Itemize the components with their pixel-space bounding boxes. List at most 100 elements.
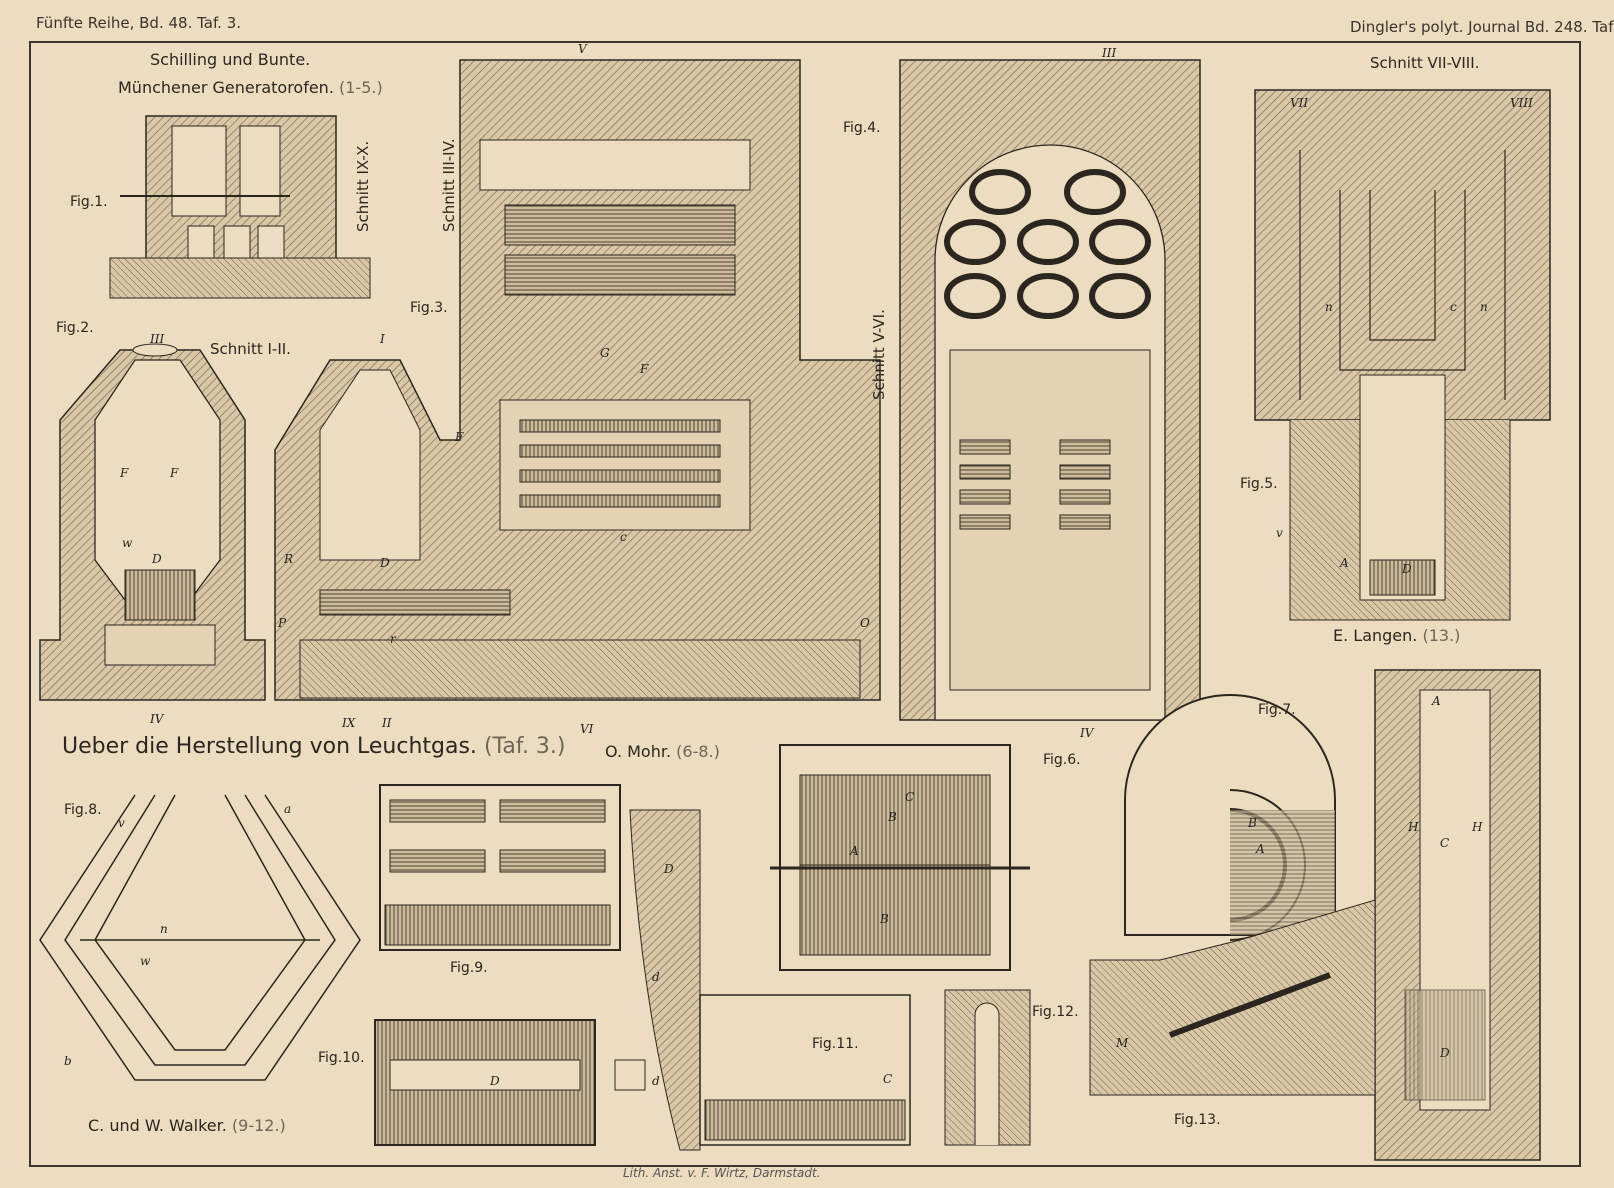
langen-caption: E. Langen. (13.) bbox=[1333, 626, 1460, 645]
letter-label: a bbox=[284, 802, 292, 816]
roman-mark: I bbox=[380, 332, 385, 346]
letter-label: D bbox=[152, 552, 162, 566]
roman-mark: II bbox=[382, 716, 392, 730]
letter-label: n bbox=[1480, 300, 1488, 314]
lithographer-imprint: Lith. Anst. v. F. Wirtz, Darmstadt. bbox=[623, 1166, 821, 1180]
letter-label: F bbox=[120, 466, 129, 480]
letter-label: C bbox=[1440, 836, 1450, 850]
letter-label: H bbox=[1408, 820, 1419, 834]
letter-label: d bbox=[652, 970, 660, 984]
letter-label: A bbox=[1432, 694, 1441, 708]
fig13-label: Fig.13. bbox=[1174, 1112, 1221, 1128]
plate-header-left: Fünfte Reihe, Bd. 48. Taf. 3. bbox=[36, 14, 242, 32]
plate-border bbox=[29, 41, 1581, 1167]
roman-mark: VIII bbox=[1510, 96, 1533, 110]
fig9-drawing bbox=[379, 784, 621, 951]
langen-name: E. Langen. bbox=[1333, 626, 1418, 645]
fig2-drawing bbox=[39, 343, 266, 701]
walker-name: C. und W. Walker. bbox=[88, 1116, 227, 1135]
letter-label: n bbox=[160, 922, 168, 936]
letter-label: F bbox=[170, 466, 179, 480]
article-title-text: Ueber die Herstellung von Leuchtgas. bbox=[62, 734, 477, 759]
letter-label: b bbox=[64, 1054, 72, 1068]
furnace-name: Münchener Generatorofen. bbox=[118, 78, 334, 97]
roman-mark: III bbox=[150, 332, 165, 346]
letter-label: w bbox=[122, 536, 133, 550]
letter-label: C bbox=[883, 1072, 893, 1086]
letter-label: w bbox=[140, 954, 151, 968]
letter-label: F bbox=[455, 430, 464, 444]
letter-label: c bbox=[620, 530, 627, 544]
fig13-drawing bbox=[1089, 669, 1541, 1161]
letter-label: P bbox=[278, 616, 287, 630]
letter-label: H bbox=[1472, 820, 1483, 834]
fig11-label: Fig.11. bbox=[812, 1036, 859, 1052]
letter-label: v bbox=[118, 816, 125, 830]
letter-label: D bbox=[1440, 1046, 1450, 1060]
fig8-label: Fig.8. bbox=[64, 802, 102, 818]
letter-label: G bbox=[600, 346, 610, 360]
fig10-drawing bbox=[374, 1019, 646, 1146]
mohr-name: O. Mohr. bbox=[605, 742, 672, 761]
roman-mark: VII bbox=[1290, 96, 1309, 110]
roman-mark: IV bbox=[1080, 726, 1094, 740]
letter-label: c bbox=[1450, 300, 1457, 314]
furnace-title: Münchener Generatorofen. (1-5.) bbox=[118, 78, 383, 97]
letter-label: R bbox=[284, 552, 294, 566]
fig5-label: Fig.5. bbox=[1240, 476, 1278, 492]
mohr-caption: O. Mohr. (6-8.) bbox=[605, 742, 720, 761]
fig4-label: Fig.4. bbox=[843, 120, 881, 136]
fig12-drawing bbox=[944, 989, 1031, 1146]
letter-label: F bbox=[640, 362, 649, 376]
roman-mark: III bbox=[1102, 46, 1117, 60]
fig3-label: Fig.3. bbox=[410, 300, 448, 316]
article-title: Ueber die Herstellung von Leuchtgas. (Ta… bbox=[62, 734, 566, 759]
fig9-label: Fig.9. bbox=[450, 960, 488, 976]
walker-range: (9-12.) bbox=[231, 1116, 286, 1135]
fig3-drawing bbox=[274, 59, 881, 701]
letter-label: D bbox=[380, 556, 390, 570]
section-i-ii: Schnitt I-II. bbox=[210, 340, 291, 358]
letter-label: n bbox=[1325, 300, 1333, 314]
fig7-drawing bbox=[1124, 694, 1336, 941]
fig1-label: Fig.1. bbox=[70, 194, 108, 210]
letter-label: d bbox=[652, 1074, 660, 1088]
furnace-range: (1-5.) bbox=[339, 78, 383, 97]
fig12-label: Fig.12. bbox=[1032, 1004, 1079, 1020]
langen-range: (13.) bbox=[1422, 626, 1461, 645]
letter-label: C bbox=[905, 790, 915, 804]
letter-label: D bbox=[664, 862, 674, 876]
letter-label: A bbox=[1340, 556, 1349, 570]
roman-mark: VI bbox=[580, 722, 594, 736]
fig4-drawing bbox=[899, 59, 1201, 721]
letter-label: B bbox=[888, 810, 897, 824]
roman-mark: IX bbox=[342, 716, 356, 730]
fig7-label: Fig.7. bbox=[1258, 702, 1296, 718]
section-v-vi: Schnitt V-VI. bbox=[870, 309, 888, 400]
letter-label: B bbox=[1248, 816, 1257, 830]
fig6-drawing bbox=[770, 744, 1030, 971]
mohr-range: (6-8.) bbox=[676, 742, 720, 761]
plate-header-right: Dingler's polyt. Journal Bd. 248. Taf. 3… bbox=[1350, 18, 1614, 36]
letter-label: A bbox=[850, 844, 859, 858]
fig2-label: Fig.2. bbox=[56, 320, 94, 336]
roman-mark: IV bbox=[150, 712, 164, 726]
fig1-drawing bbox=[109, 115, 371, 299]
walker-caption: C. und W. Walker. (9-12.) bbox=[88, 1116, 286, 1135]
letter-label: D bbox=[490, 1074, 500, 1088]
section-ix-x: Schnitt IX-X. bbox=[354, 140, 372, 232]
roman-mark: V bbox=[578, 42, 587, 56]
fig5-drawing bbox=[1254, 89, 1551, 621]
letter-label: M bbox=[1116, 1036, 1129, 1050]
fig8-drawing bbox=[39, 794, 361, 1081]
letter-label: r bbox=[390, 632, 396, 646]
letter-label: v bbox=[1276, 526, 1283, 540]
fig10-label: Fig.10. bbox=[318, 1050, 365, 1066]
fig11-drawing bbox=[629, 809, 911, 1151]
letter-label: D bbox=[1402, 562, 1412, 576]
section-vii-viii: Schnitt VII-VIII. bbox=[1370, 54, 1480, 72]
fig6-label: Fig.6. bbox=[1043, 752, 1081, 768]
letter-label: O bbox=[860, 616, 870, 630]
authors-schilling-bunte: Schilling und Bunte. bbox=[150, 50, 311, 69]
